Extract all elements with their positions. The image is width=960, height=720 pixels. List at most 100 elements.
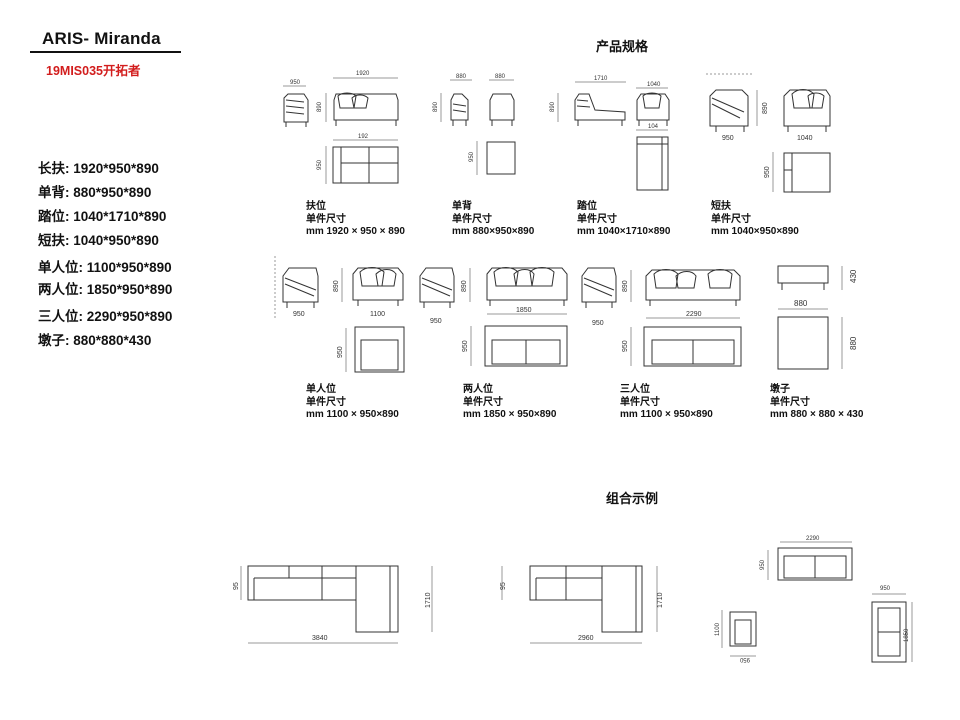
spec-item: 单人位: 1100*950*890 [38,260,172,275]
caption-name: 短扶 [711,201,731,212]
dim-label: 192 [358,134,369,140]
spec-item: 长扶: 1920*950*890 [38,161,159,176]
drawing-armrest: 950 1920 890 192 950 [283,71,399,184]
caption-label: 单件尺寸 [577,213,617,225]
combo-layout-1: 95 1710 3840 [233,565,433,644]
caption-name: 踏位 [577,201,597,212]
caption-one-seat: 单人位 单件尺寸 mm 1100 × 950×890 [306,384,399,422]
caption-label: 单件尺寸 [452,213,492,225]
dim-label: 1100 [715,622,721,636]
combo-layout-3: 2290 950 950 1850 1100 950 [715,536,913,663]
dim-label: 3840 [312,635,328,642]
spec-item: 短扶: 1040*950*890 [38,233,159,248]
dim-label: 1850 [904,628,910,642]
dim-label: 950 [337,346,344,358]
caption-name: 扶位 [306,201,326,212]
dim-label: 2290 [806,536,820,542]
dim-label: 950 [317,159,323,170]
dim-label: 880 [794,299,808,308]
dim-label: 104 [648,124,659,130]
dim-label: 890 [333,280,340,292]
caption-armrest: 扶位 单件尺寸 mm 1920 × 950 × 890 [306,201,405,239]
caption-size: mm 1850 × 950×890 [463,409,557,420]
spec-item: 两人位: 1850*950*890 [38,282,173,297]
dim-label: 950 [760,559,766,570]
caption-name: 墩子 [770,384,790,395]
caption-size: mm 1040×1710×890 [577,226,671,237]
dim-label: 950 [739,656,750,662]
dim-label: 950 [462,340,469,352]
caption-label: 单件尺寸 [770,396,810,408]
caption-label: 单件尺寸 [711,213,751,225]
dim-label: 890 [461,280,468,292]
dim-label: 950 [764,166,771,178]
drawing-one-seat: 950 890 1100 950 [274,256,405,373]
drawing-three-seat: 950 890 2290 950 [581,267,742,367]
caption-short-arm: 短扶 单件尺寸 mm 1040×950×890 [711,201,799,239]
dim-label: 950 [622,340,629,352]
title-divider [30,51,181,53]
dim-label: 890 [622,280,629,292]
spec-item: 踏位: 1040*1710*890 [38,209,167,224]
drawing-two-seat: 950 890 1850 950 [419,267,568,367]
dim-label: 1710 [657,592,664,608]
dim-label: 880 [495,74,506,80]
caption-size: mm 1920 × 950 × 890 [306,226,405,237]
combo-section-title: 组合示例 [606,491,659,506]
combo-layout-2: 95 1710 2960 [500,565,664,644]
spec-item: 单背: 880*950*890 [38,185,152,200]
dim-label: 950 [293,311,305,318]
caption-single-back: 单背 单件尺寸 mm 880×950×890 [452,201,534,239]
caption-two-seat: 两人位 单件尺寸 mm 1850 × 950×890 [463,384,556,422]
dim-label: 890 [317,101,323,112]
dim-label: 1040 [647,82,661,88]
drawing-chaise: 1710 1040 890 104 [550,76,670,191]
caption-three-seat: 三人位 单件尺寸 mm 1100 × 950×890 [620,384,713,422]
caption-name: 三人位 [620,384,650,395]
dim-label: 1710 [594,76,608,82]
caption-name: 单人位 [306,384,336,395]
dim-label: 95 [500,582,507,590]
dim-label: 950 [469,151,475,162]
caption-size: mm 1100 × 950×890 [620,409,713,420]
dim-label: 950 [592,320,604,327]
caption-chaise: 踏位 单件尺寸 mm 1040×1710×890 [577,201,670,239]
dim-label: 1040 [797,135,813,142]
caption-size: mm 880×950×890 [452,226,535,237]
drawing-ottoman: 430 880 880 [777,265,858,370]
dim-label: 890 [550,101,556,112]
dim-label: 1920 [356,71,370,77]
caption-label: 单件尺寸 [306,396,346,408]
dim-label: 95 [233,582,240,590]
page-title: ARIS- Miranda [42,29,161,48]
dim-label: 890 [433,101,439,112]
dim-label: 880 [456,74,467,80]
spec-item: 三人位: 2290*950*890 [38,309,173,324]
dim-label: 2290 [686,311,702,318]
dim-label: 1710 [425,592,432,608]
product-code: 19MIS035开拓者 [46,64,141,78]
caption-label: 单件尺寸 [620,396,660,408]
dim-label: 880 [849,336,858,350]
caption-size: mm 880 × 880 × 430 [770,409,864,420]
caption-name: 两人位 [463,384,493,395]
dim-label: 950 [290,80,301,86]
caption-label: 单件尺寸 [306,213,346,225]
dim-label: 950 [880,586,891,592]
dim-label: 430 [849,269,858,283]
caption-size: mm 1100 × 950×890 [306,409,399,420]
drawing-single-back: 880 880 890 950 [433,74,516,175]
specs-section-title: 产品规格 [596,39,649,54]
dim-label: 890 [762,102,769,114]
dim-label: 950 [722,135,734,142]
drawing-short-arm: 950 890 1040 950 [706,73,831,193]
caption-ottoman: 墩子 单件尺寸 mm 880 × 880 × 430 [770,384,863,422]
dim-label: 950 [430,318,442,325]
dim-label: 1100 [370,311,385,318]
caption-size: mm 1040×950×890 [711,226,799,237]
spec-item: 墩子: 880*880*430 [38,333,152,348]
caption-name: 单背 [452,201,472,212]
dim-label: 2960 [578,635,594,642]
caption-label: 单件尺寸 [463,396,503,408]
